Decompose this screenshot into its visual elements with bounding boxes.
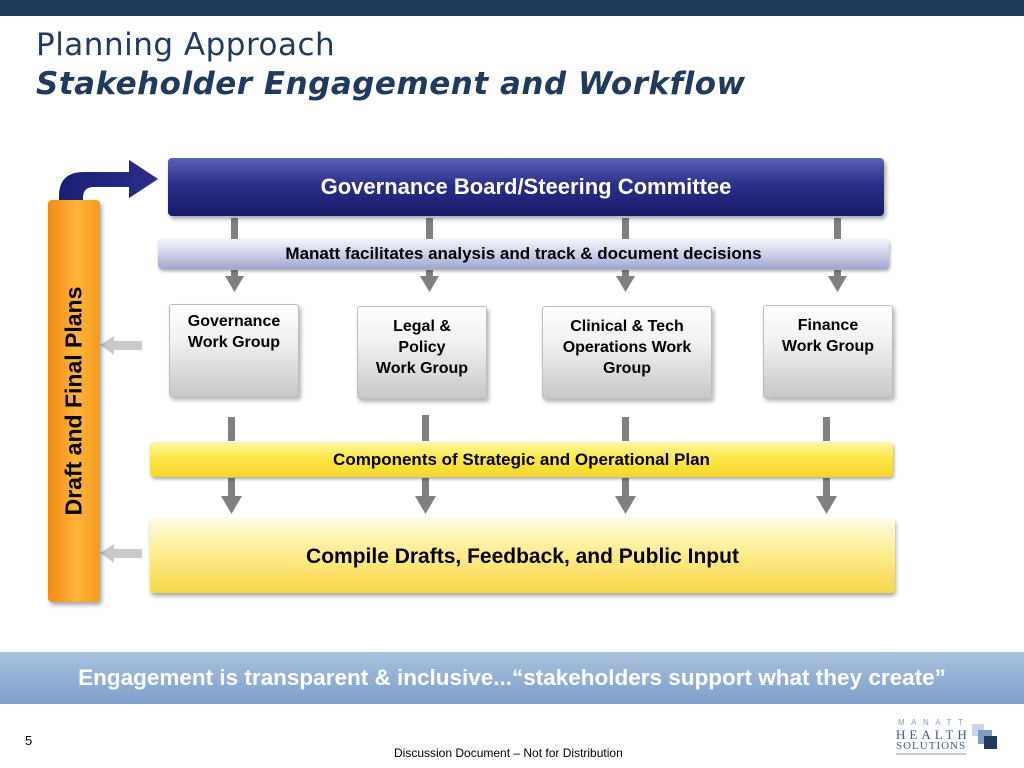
workgroup-to-components-stems: [228, 415, 830, 441]
work-group-legal-policy: Legal & Policy Work Group: [357, 306, 487, 399]
draft-final-plans-label: Draft and Final Plans: [60, 286, 87, 516]
top-accent-bar: [0, 0, 1024, 16]
components-to-compile-arrows: [221, 478, 837, 514]
page-subtitle: Stakeholder Engagement and Workflow: [36, 66, 746, 102]
footer-note: Discussion Document – Not for Distributi…: [394, 746, 623, 760]
feedback-left-arrows: [100, 336, 142, 563]
engagement-banner: Engagement is transparent & inclusive...…: [0, 652, 1024, 704]
page-number: 5: [25, 733, 33, 748]
draft-final-plans-bar: [48, 200, 100, 602]
facilitation-bar: Manatt facilitates analysis and track & …: [158, 239, 889, 269]
work-group-governance: Governance Work Group: [169, 304, 299, 397]
work-group-clinical-tech: Clinical & Tech Operations Work Group: [542, 306, 712, 399]
compile-box: Compile Drafts, Feedback, and Public Inp…: [150, 518, 895, 593]
facilitation-to-workgroup-arrows: [225, 270, 847, 292]
page-title: Planning Approach: [36, 27, 336, 63]
governance-board-box: Governance Board/Steering Committee: [168, 158, 884, 216]
work-group-finance: Finance Work Group: [763, 305, 893, 398]
logo-squares-icon: [972, 724, 997, 749]
manatt-logo: MANATT HEALTH SOLUTIONS: [894, 718, 1004, 764]
board-to-facilitation-arrows: [231, 218, 841, 240]
components-bar: Components of Strategic and Operational …: [150, 442, 893, 477]
